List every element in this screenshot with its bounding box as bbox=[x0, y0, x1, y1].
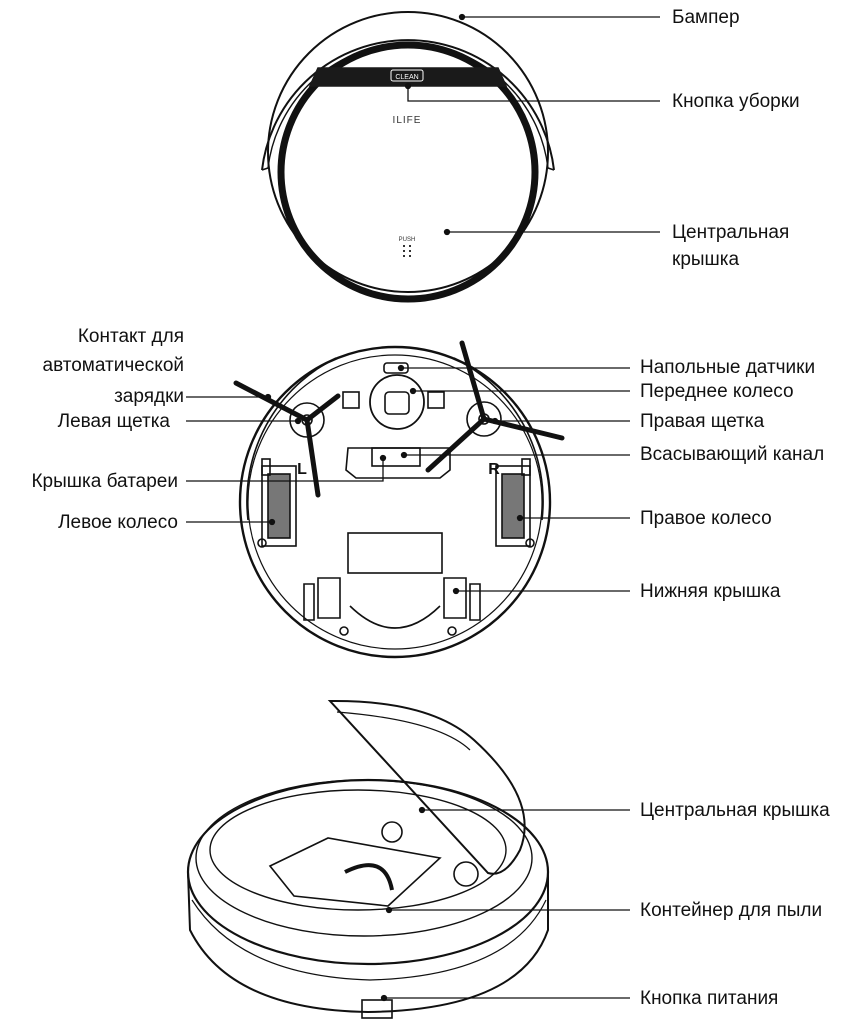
label-dust-bin: Контейнер для пыли bbox=[640, 899, 822, 922]
label-center-cover-line1: Центральная bbox=[672, 221, 789, 244]
label-open-center-cover: Центральная крышка bbox=[640, 799, 830, 822]
label-charge-contact-line1: Контакт для bbox=[78, 325, 184, 348]
label-battery-cover: Крышка батареи bbox=[31, 470, 178, 493]
label-left-brush: Левая щетка bbox=[58, 410, 170, 433]
label-suction-channel: Всасывающий канал bbox=[640, 443, 824, 466]
push-dots bbox=[403, 245, 411, 257]
push-text: PUSH bbox=[399, 237, 416, 243]
bottom-view-robot bbox=[240, 347, 550, 657]
label-left-wheel: Левое колесо bbox=[58, 511, 178, 534]
label-center-cover-line2: крышка bbox=[672, 248, 739, 271]
clean-button-text: CLEAN bbox=[395, 74, 418, 81]
open-leaders bbox=[382, 808, 631, 1001]
label-right-wheel: Правое колесо bbox=[640, 507, 772, 530]
brand-logo-text: ILIFE bbox=[393, 115, 422, 126]
right-wheel-mark: R bbox=[488, 461, 500, 478]
label-bumper: Бампер bbox=[672, 6, 740, 29]
top-view-robot bbox=[262, 12, 554, 299]
label-floor-sensors: Напольные датчики bbox=[640, 356, 815, 379]
left-wheel-mark: L bbox=[297, 461, 307, 478]
label-right-brush: Правая щетка bbox=[640, 410, 764, 433]
label-bottom-cover: Нижняя крышка bbox=[640, 580, 780, 603]
label-clean-button: Кнопка уборки bbox=[672, 90, 800, 113]
label-front-wheel: Переднее колесо bbox=[640, 380, 794, 403]
label-charge-contact-line2: автоматической bbox=[43, 354, 185, 377]
label-power-button: Кнопка питания bbox=[640, 987, 778, 1010]
label-charge-contact-line3: зарядки bbox=[114, 385, 184, 408]
open-view-robot bbox=[188, 701, 548, 1018]
